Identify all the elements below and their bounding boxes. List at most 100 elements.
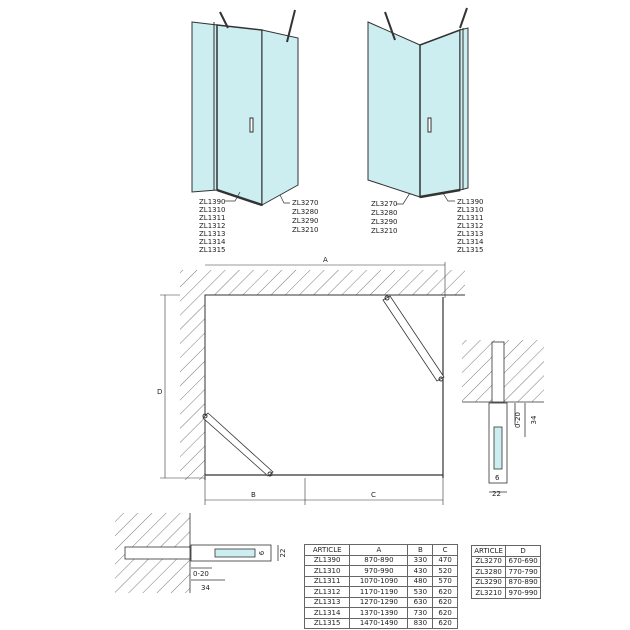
article-label: ZL1390 — [199, 198, 226, 206]
table-cell: 620 — [432, 607, 458, 619]
article-label: ZL1310 — [199, 206, 226, 214]
detail-gap-label: 0-20 — [193, 570, 209, 578]
detail-glass-label: 6 — [258, 550, 266, 555]
table-cell: ZL1312 — [303, 586, 351, 598]
table-cell: 520 — [432, 565, 458, 577]
article-label: ZL1390 — [457, 198, 484, 206]
article-label: ZL3290 — [292, 217, 319, 225]
dimension-c-label: C — [371, 491, 376, 499]
table-cell: 470 — [432, 554, 458, 566]
article-label: ZL3280 — [371, 209, 398, 217]
article-label: ZL3280 — [292, 208, 319, 216]
table-cell: 870-890 — [505, 576, 541, 588]
table-cell: 730 — [407, 607, 434, 619]
left-front-article-labels: ZL1390 ZL1310 ZL1311 ZL1312 ZL1313 ZL131… — [199, 198, 226, 254]
detail-width-label: 22 — [492, 490, 501, 498]
table-cell: 480 — [407, 575, 434, 587]
dimension-b-label: B — [251, 491, 256, 499]
dimension-d-label: D — [157, 388, 162, 396]
column-header: B — [407, 544, 434, 556]
table-cell: 1470-1490 — [349, 617, 409, 629]
article-label: ZL1312 — [457, 222, 484, 230]
article-label: ZL1312 — [199, 222, 226, 230]
leader-lines — [225, 191, 455, 205]
table-cell: 970-990 — [505, 587, 541, 599]
wall-profile-detail-vertical — [462, 340, 544, 493]
table-cell: ZL1390 — [303, 554, 351, 566]
table-cell: 620 — [432, 617, 458, 629]
article-label: ZL3290 — [371, 218, 398, 226]
table-cell: ZL1315 — [303, 617, 351, 629]
enclosure-3d-view-right — [367, 7, 469, 199]
table-cell: 1370-1390 — [349, 607, 409, 619]
article-label: ZL1311 — [199, 214, 226, 222]
right-side-article-labels: ZL3270 ZL3280 ZL3290 ZL3210 — [371, 200, 398, 235]
column-header: ARTICLE — [470, 545, 507, 557]
table-cell: 430 — [407, 565, 434, 577]
table-cell: ZL3270 — [470, 555, 507, 567]
article-label: ZL1313 — [457, 230, 484, 238]
table-cell: 1270-1290 — [349, 596, 409, 608]
table-cell: 620 — [432, 586, 458, 598]
table-cell: ZL3290 — [470, 576, 507, 588]
table-cell: 670-690 — [505, 555, 541, 567]
table-cell: 630 — [407, 596, 434, 608]
table-cell: 570 — [432, 575, 458, 587]
dimension-a-label: A — [323, 256, 328, 264]
table-cell: 330 — [407, 554, 434, 566]
table-cell: 770-790 — [505, 566, 541, 578]
article-label: ZL1315 — [457, 246, 484, 254]
table-cell: ZL3280 — [470, 566, 507, 578]
table-cell: 620 — [432, 596, 458, 608]
plan-view — [160, 262, 465, 505]
detail-glass-label: 6 — [495, 474, 500, 482]
article-label: ZL1313 — [199, 230, 226, 238]
article-label: ZL3210 — [371, 227, 398, 235]
right-front-article-labels: ZL1390 ZL1310 ZL1311 ZL1312 ZL1313 ZL131… — [457, 198, 484, 254]
detail-depth-label: 34 — [530, 415, 538, 424]
article-label: ZL1314 — [199, 238, 226, 246]
table-cell: ZL1314 — [303, 607, 351, 619]
article-label: ZL3270 — [292, 199, 319, 207]
column-header: D — [505, 545, 541, 557]
article-label: ZL1310 — [457, 206, 484, 214]
column-header: A — [349, 544, 409, 556]
table-cell: 870-890 — [349, 554, 409, 566]
article-label: ZL3210 — [292, 226, 319, 234]
column-header: ARTICLE — [303, 544, 351, 556]
table-cell: 1170-1190 — [349, 586, 409, 598]
detail-gap-label: 0-20 — [514, 412, 522, 428]
table-cell: 830 — [407, 617, 434, 629]
table-cell: ZL1310 — [303, 565, 351, 577]
enclosure-3d-view-left — [191, 9, 299, 207]
article-label: ZL1314 — [457, 238, 484, 246]
table-cell: ZL1313 — [303, 596, 351, 608]
table-cell: 530 — [407, 586, 434, 598]
column-header: C — [432, 544, 458, 556]
article-label: ZL1315 — [199, 246, 226, 254]
left-side-article-labels: ZL3270 ZL3280 ZL3290 ZL3210 — [292, 199, 319, 234]
article-label: ZL1311 — [457, 214, 484, 222]
detail-depth-label: 34 — [201, 584, 210, 592]
wall-profile-detail-horizontal — [115, 513, 279, 593]
table-cell: ZL3210 — [470, 587, 507, 599]
table-cell: 1070-1090 — [349, 575, 409, 587]
detail-width-label: 22 — [279, 549, 287, 558]
table-cell: 970-990 — [349, 565, 409, 577]
